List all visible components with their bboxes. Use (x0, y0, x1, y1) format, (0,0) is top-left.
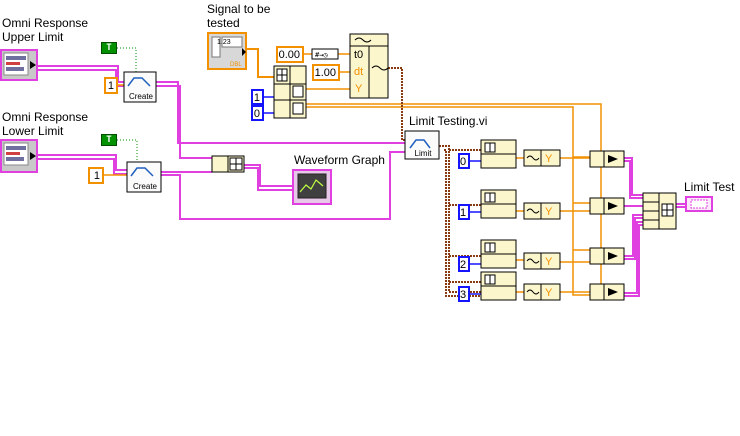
index-array-signal[interactable] (273, 65, 307, 119)
wire-create-upper-out (156, 81, 405, 144)
wire-bool-1 (117, 47, 137, 72)
limit-index-0[interactable]: 0 (458, 153, 470, 169)
wire-index-out-long (306, 106, 590, 296)
index-node-3[interactable] (480, 271, 517, 301)
bundle-nodes (589, 150, 625, 301)
limit-testing-vi[interactable] (404, 130, 440, 160)
signal-control[interactable] (207, 32, 247, 70)
create-upper-vi[interactable] (123, 71, 157, 103)
dt-constant[interactable]: 1.00 (312, 64, 340, 81)
wire-signal (246, 48, 274, 78)
wire-lower-limit (38, 154, 127, 171)
create-upper-caption: Create (128, 92, 153, 101)
bool-wires (117, 47, 138, 162)
blue-wires (264, 96, 481, 295)
y-terminal: Y (355, 83, 363, 95)
wire-cmp-2b (624, 217, 643, 260)
true-constant-upper[interactable]: T (101, 42, 117, 54)
wire-to-graph (244, 164, 293, 187)
signal-label: Signal to be tested (207, 2, 271, 30)
bundle-node-2[interactable] (589, 247, 625, 265)
wire-create-lower-out-b (161, 151, 405, 220)
unbundle-node-3[interactable] (523, 283, 561, 301)
upper-limit-control[interactable] (0, 49, 38, 81)
wire-cmp-3b (624, 224, 643, 297)
build-waveform-node[interactable] (349, 33, 389, 99)
index-constant-1[interactable]: 1 (251, 89, 264, 105)
unbundle-node-0[interactable] (523, 149, 561, 167)
lower-limit-control[interactable] (0, 139, 38, 173)
index-constant-0[interactable]: 0 (251, 105, 264, 121)
create-lower-vi[interactable] (126, 161, 162, 193)
wire-bool-2 (117, 139, 138, 162)
index-node-0[interactable] (480, 139, 517, 169)
create-upper-input-constant[interactable]: 1 (104, 77, 118, 94)
waveform-graph-label: Waveform Graph (294, 153, 385, 167)
limit-test-indicator[interactable] (685, 196, 713, 212)
unbundle-y-3: Y (545, 287, 553, 299)
index-node-1[interactable] (480, 189, 517, 219)
wire-cmp-2 (624, 214, 643, 257)
wire-create-upper-out-b (156, 85, 212, 159)
limit-caption: Limit (414, 149, 432, 158)
create-lower-input-constant[interactable]: 1 (88, 167, 104, 184)
waveform-graph-indicator[interactable] (292, 169, 332, 205)
true-constant-lower[interactable]: T (101, 134, 117, 146)
unbundle-node-1[interactable] (523, 202, 561, 220)
unbundle-y-0: Y (545, 153, 553, 165)
index-nodes-limit (480, 139, 517, 301)
svg-text:#→◷: #→◷ (315, 51, 328, 59)
build-array-final[interactable] (642, 192, 677, 230)
wire-cmp-0b (624, 160, 643, 199)
wire-to-graph-b (244, 167, 293, 191)
unbundle-y-1: Y (545, 206, 553, 218)
wire-waveform-out (388, 67, 405, 141)
wire-lower-limit-b (38, 158, 127, 175)
bundle-node-0[interactable] (589, 150, 625, 168)
t0-terminal: t0 (354, 49, 364, 61)
limit-testing-label: Limit Testing.vi (409, 114, 488, 128)
index-node-2[interactable] (480, 239, 517, 269)
signal-dtype-caption: DBL (230, 62, 242, 68)
limit-index-1[interactable]: 1 (458, 204, 470, 220)
t0-constant[interactable]: 0.00 (276, 46, 304, 63)
lower-limit-label: Omni Response Lower Limit (2, 110, 89, 138)
dt-terminal: dt (354, 66, 364, 78)
limit-test-label: Limit Test (684, 180, 735, 194)
create-lower-caption: Create (132, 182, 157, 191)
signal-num-caption: 1.23 (217, 39, 231, 46)
unbundle-y-2: Y (545, 256, 553, 268)
cluster-wires (38, 48, 686, 297)
unbundle-node-2[interactable] (523, 252, 561, 270)
limit-index-2[interactable]: 2 (458, 256, 470, 272)
wire-cmp-0 (624, 157, 643, 196)
bundle-node-1[interactable] (589, 197, 625, 215)
limit-index-3[interactable]: 3 (458, 286, 470, 302)
upper-limit-label: Omni Response Upper Limit (2, 16, 89, 44)
bundle-node-3[interactable] (589, 283, 625, 301)
build-array-graph[interactable] (211, 155, 245, 173)
unbundle-nodes (523, 149, 561, 301)
wire-cmp-3 (624, 221, 643, 294)
wire-upper-limit (38, 65, 124, 83)
to-timestamp-node[interactable]: #→◷ (311, 48, 339, 60)
